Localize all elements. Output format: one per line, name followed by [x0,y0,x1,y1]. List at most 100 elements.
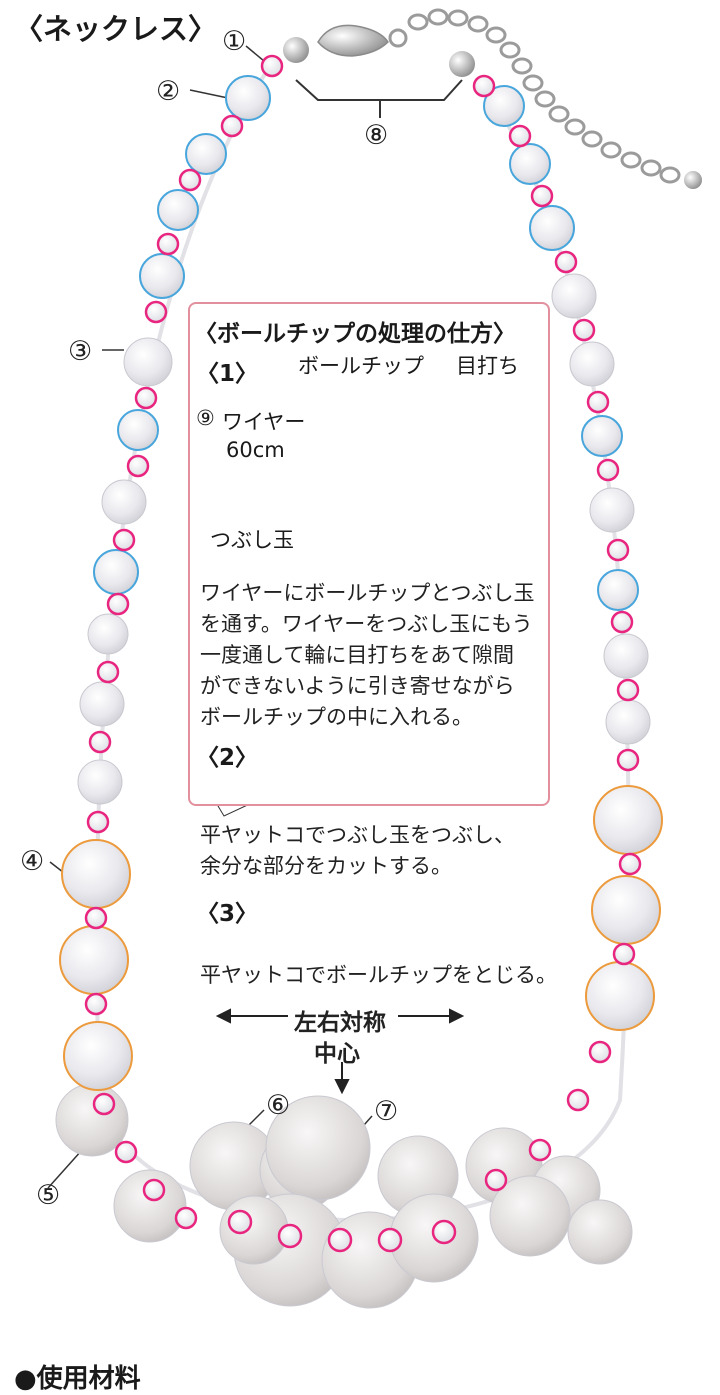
spacer-bead [144,300,168,324]
crystal-bead [509,143,551,185]
spacer-bead [277,1223,303,1249]
step2-label: 〈2〉 [196,745,259,771]
spacer-bead [84,906,108,930]
spacer-bead [586,390,610,414]
step1-label: 〈1〉 [196,361,259,387]
step3-label: 〈3〉 [196,901,259,927]
spacer-bead [508,124,532,148]
spacer-bead [596,458,620,482]
crystal-bead [225,75,271,121]
materials-heading: ●使用材料 [14,1364,141,1394]
spacer-bead [588,1040,612,1064]
spacer-bead [92,1092,116,1116]
marker-8: ⑧ [364,120,389,151]
spacer-bead [377,1227,403,1253]
page-title: 〈ネックレス〉 [14,12,218,46]
extender-chain [407,8,681,184]
spacer-bead [572,318,596,342]
marker-1: ① [222,26,247,57]
spacer-bead [156,232,180,256]
panel-heading: 〈ボールチップの処理の仕方〉 [194,321,516,347]
wire-length: 60cm [226,438,285,462]
symmetry-label: 左右対称 [294,1010,386,1036]
spacer-bead [112,528,136,552]
spacer-bead [134,386,158,410]
spacer-bead [106,592,130,616]
crystal-bead [529,205,575,251]
spacer-bead [327,1227,353,1253]
step2-text: 平ヤットコでつぶし玉をつぶし、 余分な部分をカットする。 [200,823,515,878]
spacer-bead [431,1219,457,1245]
bracket-line [295,79,463,101]
crystal-bead [569,341,615,387]
crystal-bead [157,189,199,231]
milky-bead [113,1169,187,1243]
crystal-bead [77,759,123,805]
marker-2: ② [156,76,181,107]
crystal-bead [589,487,635,533]
marker-6: ⑥ [266,1090,291,1121]
crystal-bead [581,415,623,457]
chain-end-ball [684,171,702,189]
step3-text: 平ヤットコでボールチップをとじる。 [200,963,557,987]
marker-4: ④ [20,846,45,877]
spacer-bead [472,74,496,98]
milky-bead [265,1095,371,1201]
spacer-bead [178,168,202,192]
spacer-bead [606,538,630,562]
ball-tip-left [283,37,309,63]
crystal-bead [593,785,663,855]
spacer-bead [484,1168,508,1192]
spacer-bead [142,1178,166,1202]
milky-bead [489,1175,571,1257]
spacer-bead [530,184,554,208]
ball-tip-right [449,51,475,77]
marker-7: ⑦ [374,1096,399,1127]
spacer-bead [220,114,244,138]
crystal-bead [117,409,159,451]
bead-strand [55,54,663,1309]
center-label: 中心 [314,1041,360,1067]
crystal-bead [597,569,639,611]
crystal-bead [101,479,147,525]
crystal-bead [603,633,649,679]
crimp-bead-label: つぶし玉 [210,528,294,552]
crystal-bead [585,961,655,1031]
spacer-bead [612,942,636,966]
spacer-bead [528,1138,552,1162]
wire-label: ワイヤー [222,410,306,434]
spacer-bead [566,1088,590,1112]
crystal-bead [87,613,129,655]
crystal-bead [551,273,597,319]
crystal-bead [185,133,227,175]
milky-bead [219,1195,289,1265]
spacer-bead [84,992,108,1016]
spacer-bead [86,810,110,834]
crystal-bead [139,253,185,299]
crystal-bead [61,839,131,909]
marker-3: ③ [68,336,93,367]
wire-number: ⑨ [196,406,215,430]
symmetry-arrows [215,1008,465,1095]
spacer-bead [610,610,634,634]
spacer-bead [554,250,578,274]
lobster-clasp [317,24,408,57]
crystal-bead [63,1021,133,1091]
crystal-bead [591,875,661,945]
crystal-bead [93,549,139,595]
spacer-bead [96,660,120,684]
step1-text: ワイヤーにボールチップとつぶし玉 を通す。ワイヤーをつぶし玉にもう 一度通して輪… [200,581,535,729]
spacer-bead [227,1209,253,1235]
spacer-bead [88,730,112,754]
crystal-bead [79,681,125,727]
crystal-bead [59,925,129,995]
milky-bead [567,1199,633,1265]
spacer-bead [126,454,150,478]
spacer-bead [616,678,640,702]
awl-label: 目打ち [456,354,519,378]
spacer-bead [260,54,284,78]
marker-5: ⑤ [36,1180,61,1211]
crystal-bead [605,699,651,745]
